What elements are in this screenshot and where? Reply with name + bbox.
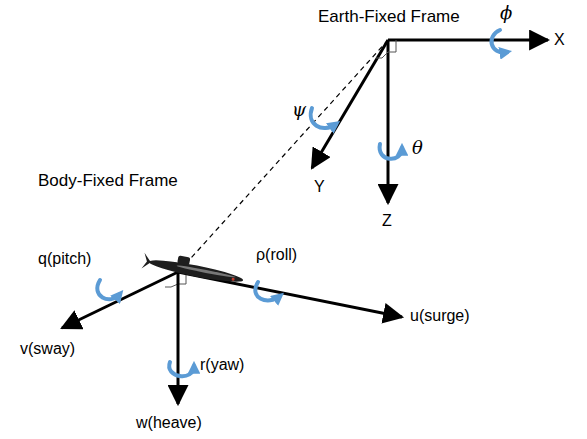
motion-label: ρ(roll)	[256, 246, 297, 264]
motion-label: r(yaw)	[200, 356, 244, 374]
rotation-arrows	[97, 30, 507, 376]
frame-title: Body-Fixed Frame	[38, 172, 178, 191]
axis-name: X	[554, 31, 565, 49]
motion-label: q(pitch)	[38, 250, 91, 268]
submarine-icon	[141, 249, 245, 288]
motion-label: v(sway)	[20, 340, 75, 358]
axis-name: Y	[314, 178, 325, 196]
right-angle-marks	[165, 40, 396, 287]
dashed-link	[182, 40, 388, 268]
earth-axes	[312, 40, 548, 203]
motion-label: w(heave)	[136, 414, 202, 432]
angle-symbol: ϕ	[500, 3, 512, 23]
motion-label: u(surge)	[410, 307, 470, 325]
frame-title: Earth-Fixed Frame	[318, 8, 460, 27]
angle-symbol: ψ	[292, 100, 306, 120]
axis-name: Z	[382, 212, 392, 230]
body-axes	[62, 272, 402, 404]
angle-symbol: θ	[412, 138, 423, 158]
